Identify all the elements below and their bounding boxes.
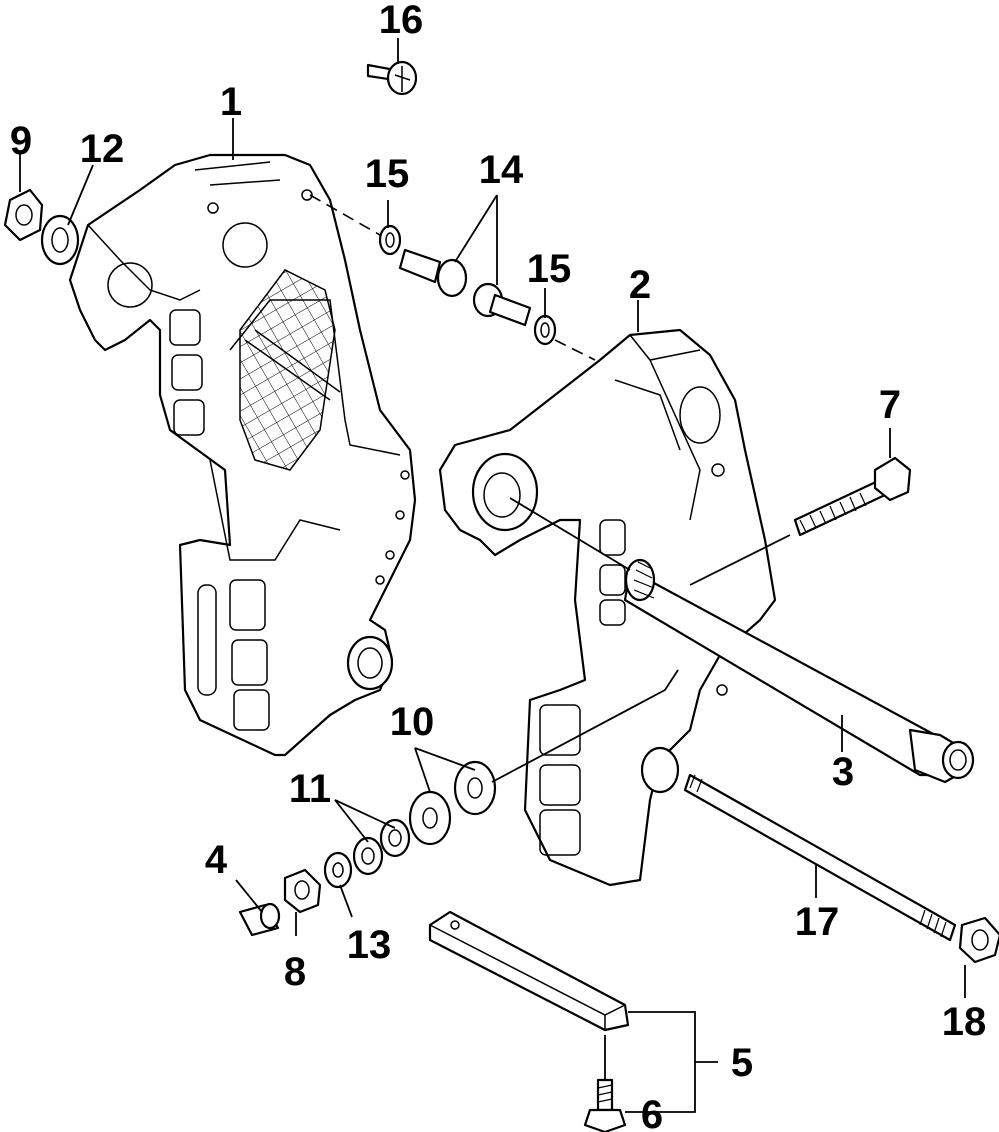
washer-15-upper — [378, 224, 402, 256]
callout-10: 10 — [390, 700, 435, 744]
left-clamp-bracket — [68, 153, 417, 757]
callout-4: 4 — [205, 838, 228, 882]
tilt-tube — [623, 558, 975, 784]
nut-9 — [3, 188, 44, 242]
callout-15-lower: 15 — [527, 247, 572, 291]
callout-1: 1 — [220, 80, 242, 124]
bushing-11-right — [379, 818, 411, 858]
callout-14: 14 — [479, 148, 524, 192]
assembly-lines — [309, 194, 791, 783]
through-bolt-17 — [683, 773, 957, 942]
bolt-7 — [793, 456, 912, 537]
callout-6: 6 — [641, 1093, 663, 1132]
nut-8 — [283, 868, 322, 914]
washer-13 — [323, 851, 353, 889]
pin-4 — [238, 902, 281, 937]
screw-16 — [366, 60, 418, 96]
leader-lines — [19, 38, 966, 1113]
washer-15-lower — [533, 314, 557, 346]
callout-12: 12 — [80, 127, 125, 171]
callout-8: 8 — [284, 950, 306, 994]
bushing-11-left — [352, 836, 384, 876]
callout-labels: 1 2 3 4 5 6 7 8 9 10 11 12 13 14 15 15 1… — [10, 0, 986, 1132]
callout-13: 13 — [347, 923, 392, 967]
bolt-14-lower — [472, 282, 532, 327]
callout-5: 5 — [731, 1041, 753, 1085]
bolt-14-upper — [398, 248, 468, 298]
callout-11: 11 — [289, 767, 331, 811]
callout-3: 3 — [832, 750, 854, 794]
nut-18 — [958, 916, 999, 964]
washer-12 — [40, 214, 80, 266]
callout-16: 16 — [379, 0, 424, 42]
callout-2: 2 — [629, 263, 651, 307]
callout-17: 17 — [795, 900, 840, 944]
clamp-plate-5 — [428, 910, 630, 1032]
callout-15-upper: 15 — [365, 152, 410, 196]
callout-7: 7 — [879, 383, 901, 427]
screw-6 — [583, 1078, 627, 1132]
washer-10-left — [408, 790, 452, 846]
callout-18: 18 — [942, 1000, 987, 1044]
washer-10-right — [453, 760, 497, 816]
callout-9: 9 — [10, 119, 32, 163]
right-clamp-bracket — [438, 328, 777, 887]
